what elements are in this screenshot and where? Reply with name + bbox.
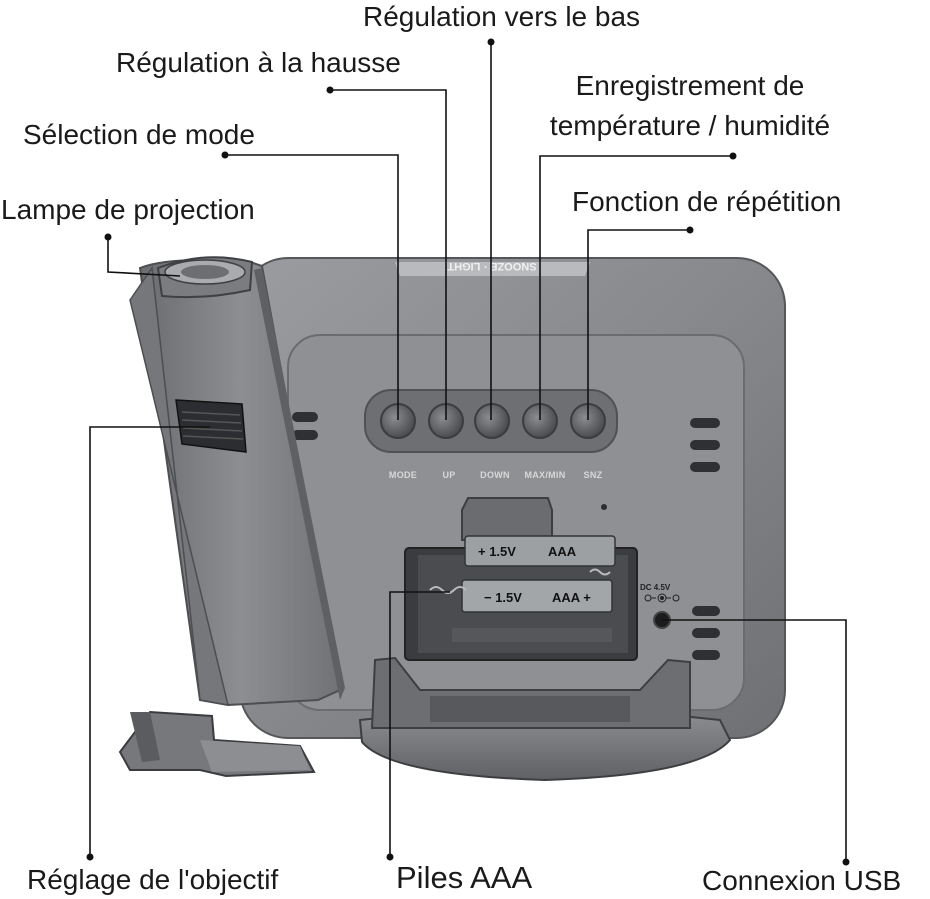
callout-mode: Sélection de mode: [23, 119, 255, 151]
lens-adjust-wheel[interactable]: [176, 400, 246, 452]
callout-up: Régulation à la hausse: [116, 47, 401, 79]
callout-batteries: Piles AAA: [396, 862, 532, 894]
callout-usb: Connexion USB: [702, 865, 901, 897]
callout-lamp: Lampe de projection: [1, 194, 255, 226]
callout-record-line1: Enregistrement de: [535, 70, 845, 102]
power-label: DC 4.5V: [640, 583, 671, 592]
battery-bottom-label-left: − 1.5V: [484, 590, 522, 605]
button-label-mode: MODE: [389, 470, 417, 480]
battery-top-label-right: AAA: [548, 544, 577, 559]
projection-lamp: [158, 257, 252, 297]
button-label-down: DOWN: [480, 470, 510, 480]
button-label-maxmin: MAX/MIN: [524, 470, 565, 480]
button-label-up: UP: [442, 470, 455, 480]
callout-down: Régulation vers le bas: [363, 1, 640, 33]
top-label: SNOOZE · LIGHT: [447, 260, 537, 272]
battery-bottom-label-right: AAA +: [552, 590, 591, 605]
down-button[interactable]: [475, 404, 509, 438]
button-label-snz: SNZ: [584, 470, 603, 480]
callout-record-line2: température / humidité: [535, 110, 845, 142]
callout-lens: Réglage de l'objectif: [27, 864, 278, 896]
battery-top-label-left: + 1.5V: [478, 544, 516, 559]
indicator-dot: [601, 504, 607, 510]
callout-snooze: Fonction de répétition: [572, 186, 841, 218]
